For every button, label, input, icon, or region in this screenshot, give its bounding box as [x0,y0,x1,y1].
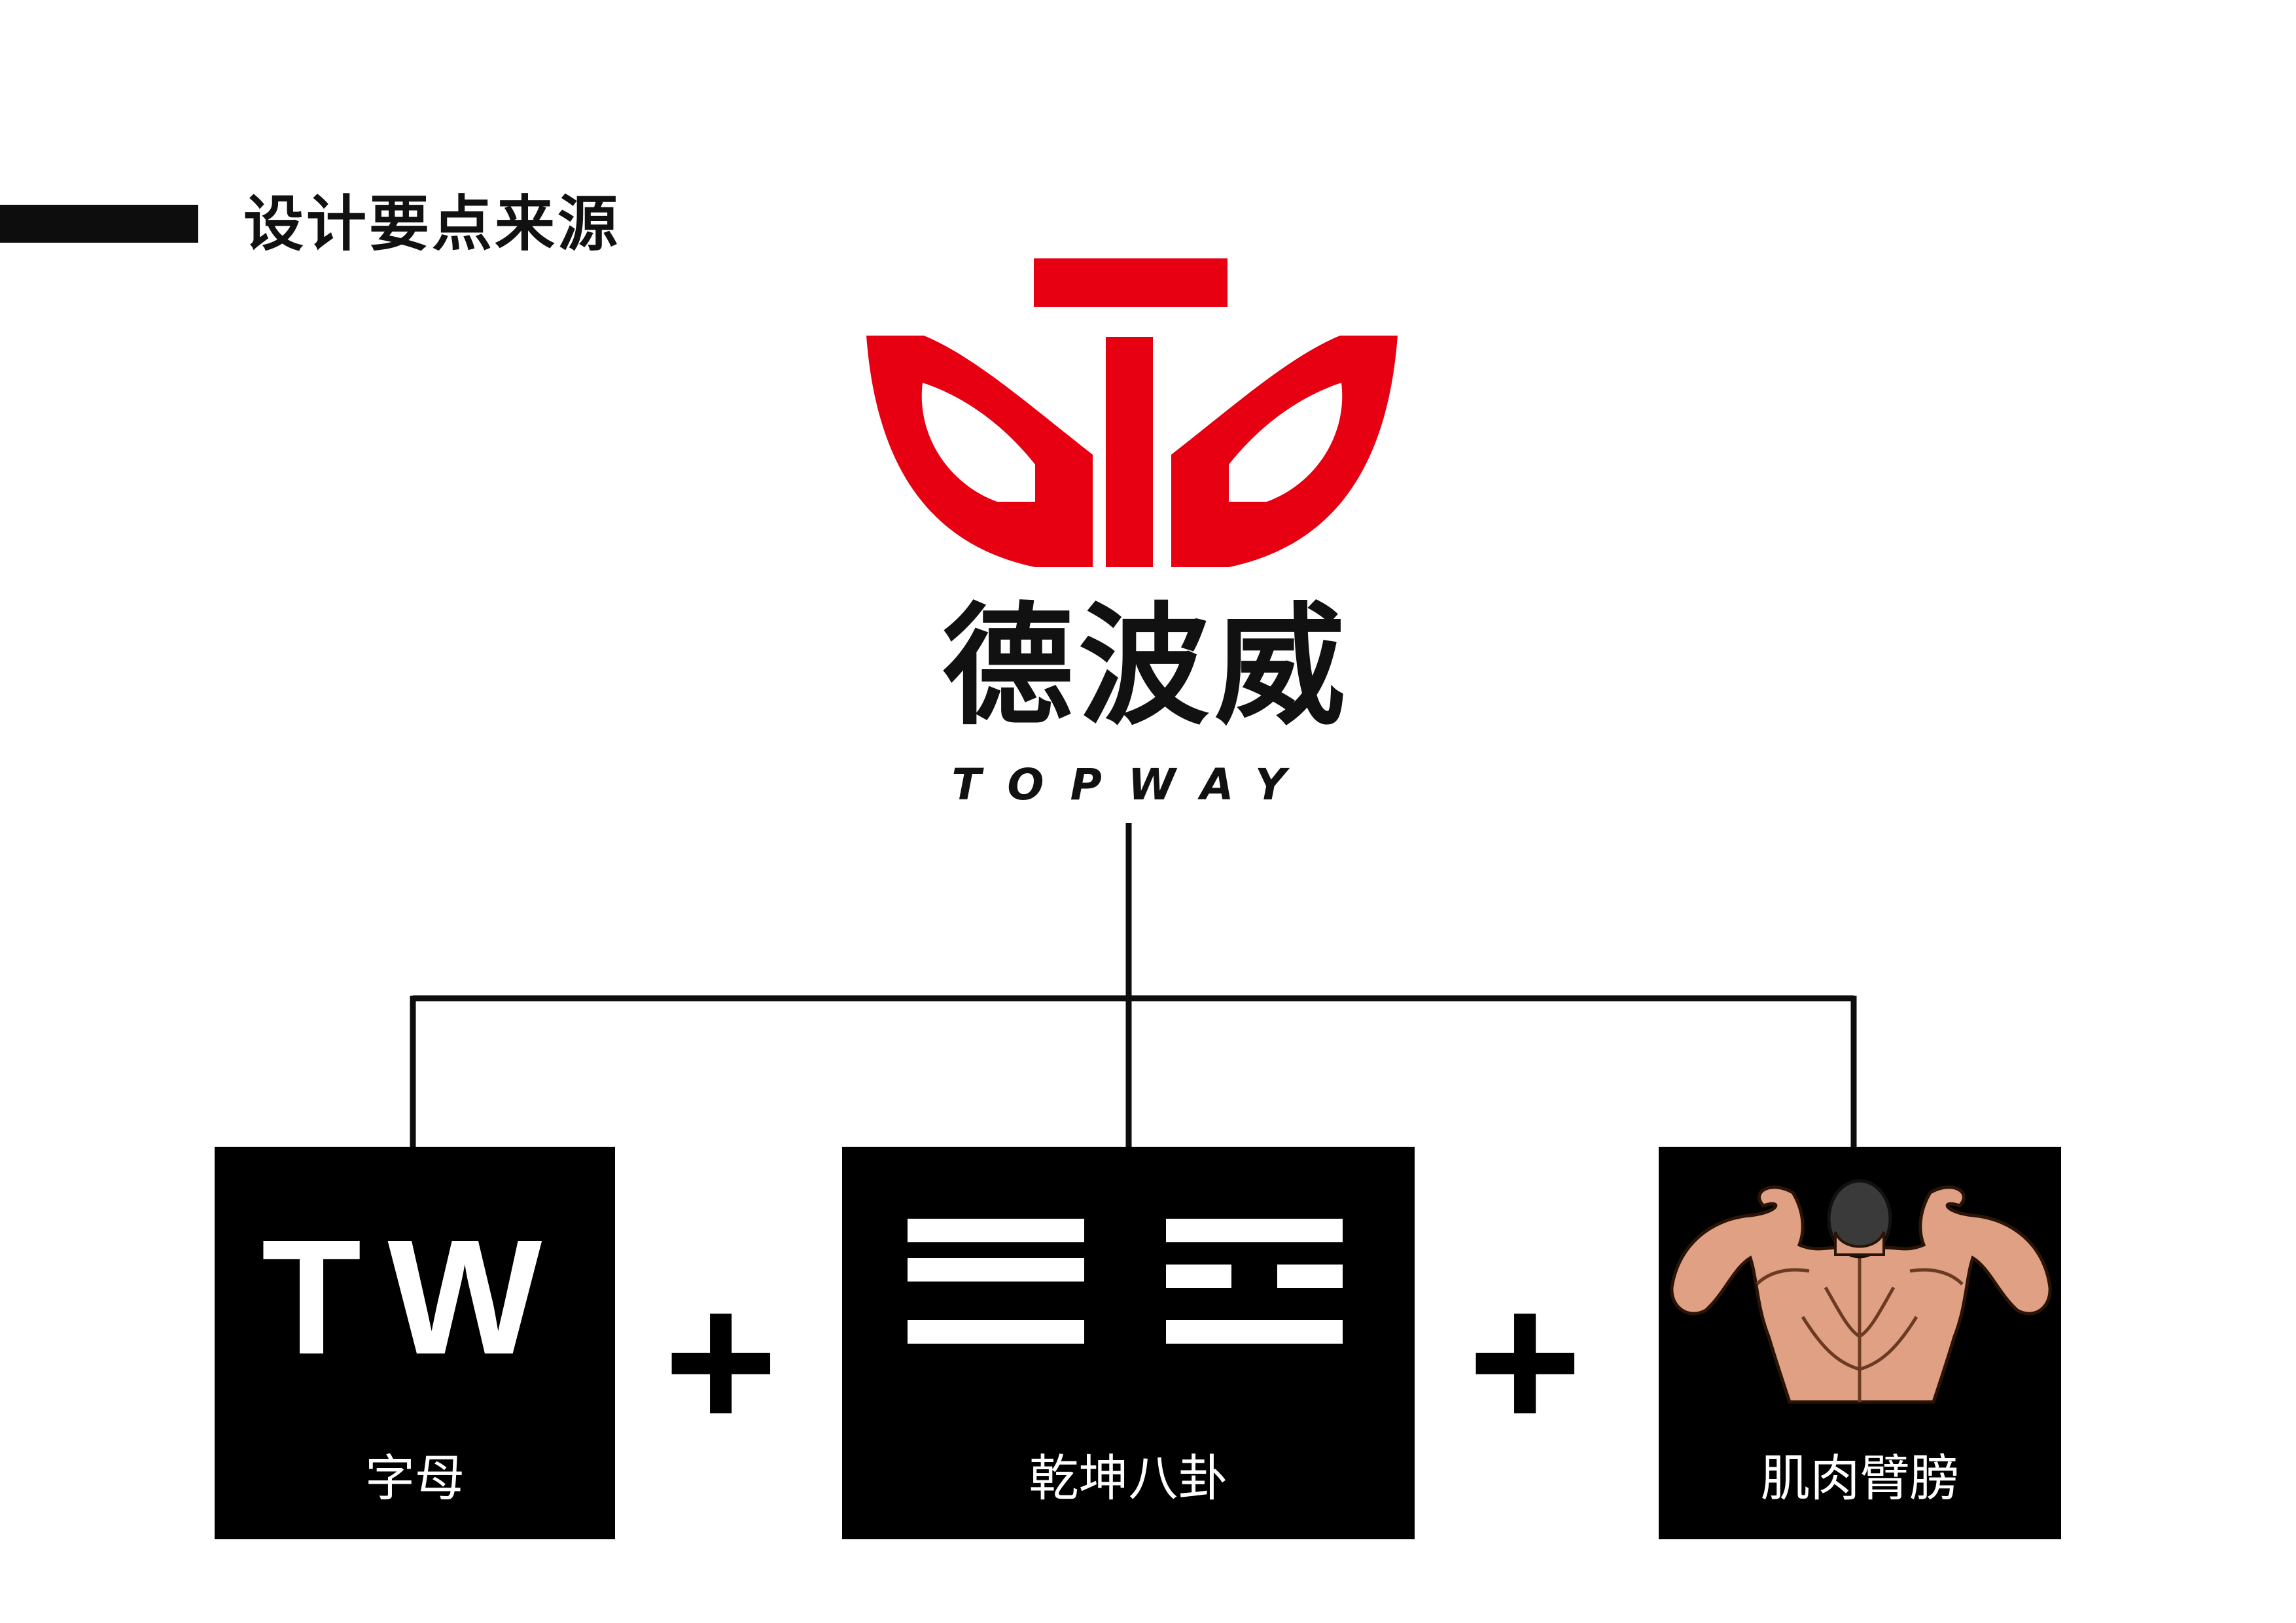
trigram-qian-line-1 [908,1219,1084,1242]
source-label-letters: 字母 [365,1449,465,1507]
source-box-bagua: 乾坤八卦 [842,1147,1415,1539]
topway-logo-mark [866,258,1398,567]
source-box-muscle: 肌肉臂膀 [1659,1147,2061,1539]
brand-name-chinese: 德波威 [942,591,1351,743]
muscle-back-illustration [1670,1179,2052,1404]
trigram-kun-line-1 [1166,1219,1343,1242]
plus-sign: + [663,1251,779,1471]
trigram-qian-line-3 [908,1320,1084,1344]
logo-t-bar [1034,258,1227,307]
trigram-qian-line-2 [908,1258,1084,1282]
section-title-bar [0,205,198,243]
trigram-kun-line-3 [1166,1320,1343,1344]
head-hair [1827,1179,1892,1259]
trigrams-icon [908,1219,1343,1344]
trigram-kun-line-2b [1277,1265,1343,1288]
plus-sign: + [1468,1251,1583,1471]
neck [1834,1231,1885,1256]
source-box-letters: TW 字母 [215,1147,615,1539]
tw-letters: TW [261,1206,569,1388]
logo-t-stem [1106,337,1153,567]
section-title: 设计要点来源 [243,189,621,259]
brand-name-english: TOPWAY [951,759,1313,810]
logo-left-petal [866,336,1093,567]
source-label-muscle: 肌肉臂膀 [1760,1449,1960,1507]
logo-right-petal [1171,336,1398,567]
muscle-definition-lines [1756,1251,1964,1402]
trigram-kun-line-2a [1166,1265,1231,1288]
source-label-bagua: 乾坤八卦 [1029,1449,1228,1507]
